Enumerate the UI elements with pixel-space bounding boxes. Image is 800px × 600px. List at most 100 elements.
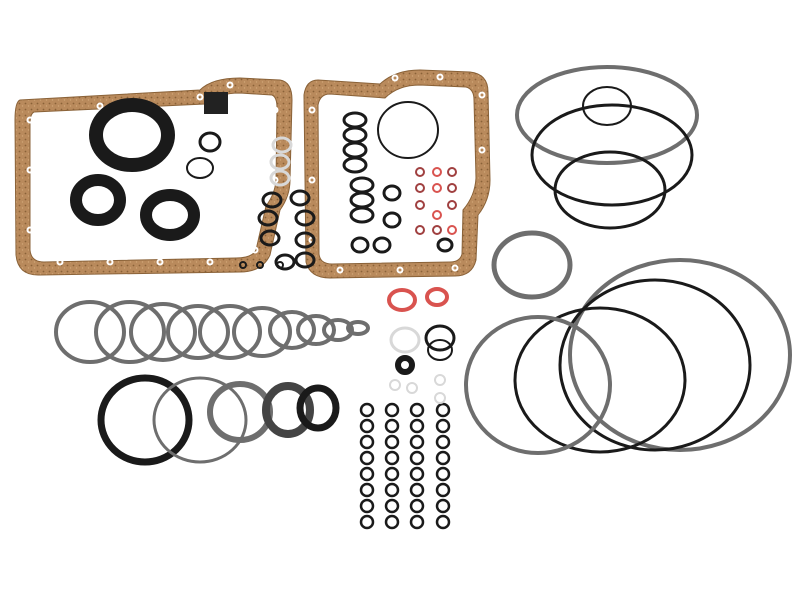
o-ring [435,450,451,466]
sealing-ring [166,304,230,360]
o-ring [359,482,375,498]
o-ring [256,261,264,269]
o-ring [434,392,446,404]
sealing-ring [346,320,370,336]
o-ring [269,153,291,171]
o-ring [435,434,451,450]
bolt-hole [156,258,164,266]
o-ring [359,418,375,434]
sealing-ring [207,381,273,443]
o-ring [271,136,293,154]
o-ring [359,402,375,418]
sealing-ring [491,230,573,300]
o-ring [415,225,425,235]
o-ring [432,210,442,220]
bolt-hole [478,216,486,224]
bushing [204,92,228,114]
shaft-seal [140,189,200,241]
o-ring [257,209,279,227]
o-ring [435,498,451,514]
large-sealing-ring [515,65,699,165]
o-ring [289,189,311,207]
o-ring [436,237,454,253]
o-ring [382,184,402,202]
sealing-ring [97,374,193,466]
o-ring [349,206,375,224]
o-ring [276,261,284,269]
bolt-hole [196,93,204,101]
o-ring [435,466,451,482]
o-ring [342,126,368,144]
o-ring [269,169,291,187]
o-ring [435,418,451,434]
o-ring [186,157,214,179]
o-ring [384,418,400,434]
sealing-ring [232,306,292,358]
red-seal [387,288,417,312]
o-ring [349,176,375,194]
o-ring [582,86,632,126]
o-ring [294,209,316,227]
o-ring [415,167,425,177]
o-ring [432,225,442,235]
o-ring [359,498,375,514]
o-ring [239,261,247,269]
bolt-hole [308,176,316,184]
bolt-hole [308,106,316,114]
o-ring [261,191,283,209]
sealing-ring [152,376,248,464]
o-ring [432,183,442,193]
o-ring [434,374,446,386]
o-ring [415,200,425,210]
o-ring [409,466,425,482]
bolt-hole [56,258,64,266]
o-ring [359,434,375,450]
bolt-hole [206,258,214,266]
large-sealing-ring [464,315,612,455]
o-ring [384,482,400,498]
o-ring [384,466,400,482]
bolt-hole [106,258,114,266]
large-o-ring [530,103,694,207]
large-o-ring [553,150,667,230]
sealing-ring [129,302,197,362]
o-ring [342,156,368,174]
o-ring [294,251,316,269]
o-ring [382,211,402,229]
shaft-seal [70,174,126,226]
o-ring [409,402,425,418]
o-ring [372,236,392,254]
bolt-hole [396,266,404,274]
o-ring [409,498,425,514]
o-ring [406,382,418,394]
bolt-hole [226,81,234,89]
bolt-hole [26,226,34,234]
bolt-hole [451,264,459,272]
o-ring [395,355,415,375]
o-ring [384,498,400,514]
bolt-hole [436,73,444,81]
o-ring [447,167,457,177]
sealing-ring [198,304,262,360]
sealing-ring [262,382,314,438]
sealing-ring [322,318,354,342]
red-seal [425,287,449,307]
sealing-ring [268,310,316,350]
o-ring [198,131,222,153]
sealing-ring [296,384,340,432]
sealing-ring [94,300,166,364]
o-ring [389,326,421,354]
bolt-hole [271,106,279,114]
o-ring [342,111,368,129]
o-ring [447,183,457,193]
right-cork-pan-gasket [303,69,491,279]
o-ring [409,482,425,498]
o-ring [435,482,451,498]
o-ring [350,236,370,254]
shaft-seal [89,98,175,172]
o-ring [435,402,451,418]
large-o-ring [513,306,687,454]
o-ring [427,339,453,361]
